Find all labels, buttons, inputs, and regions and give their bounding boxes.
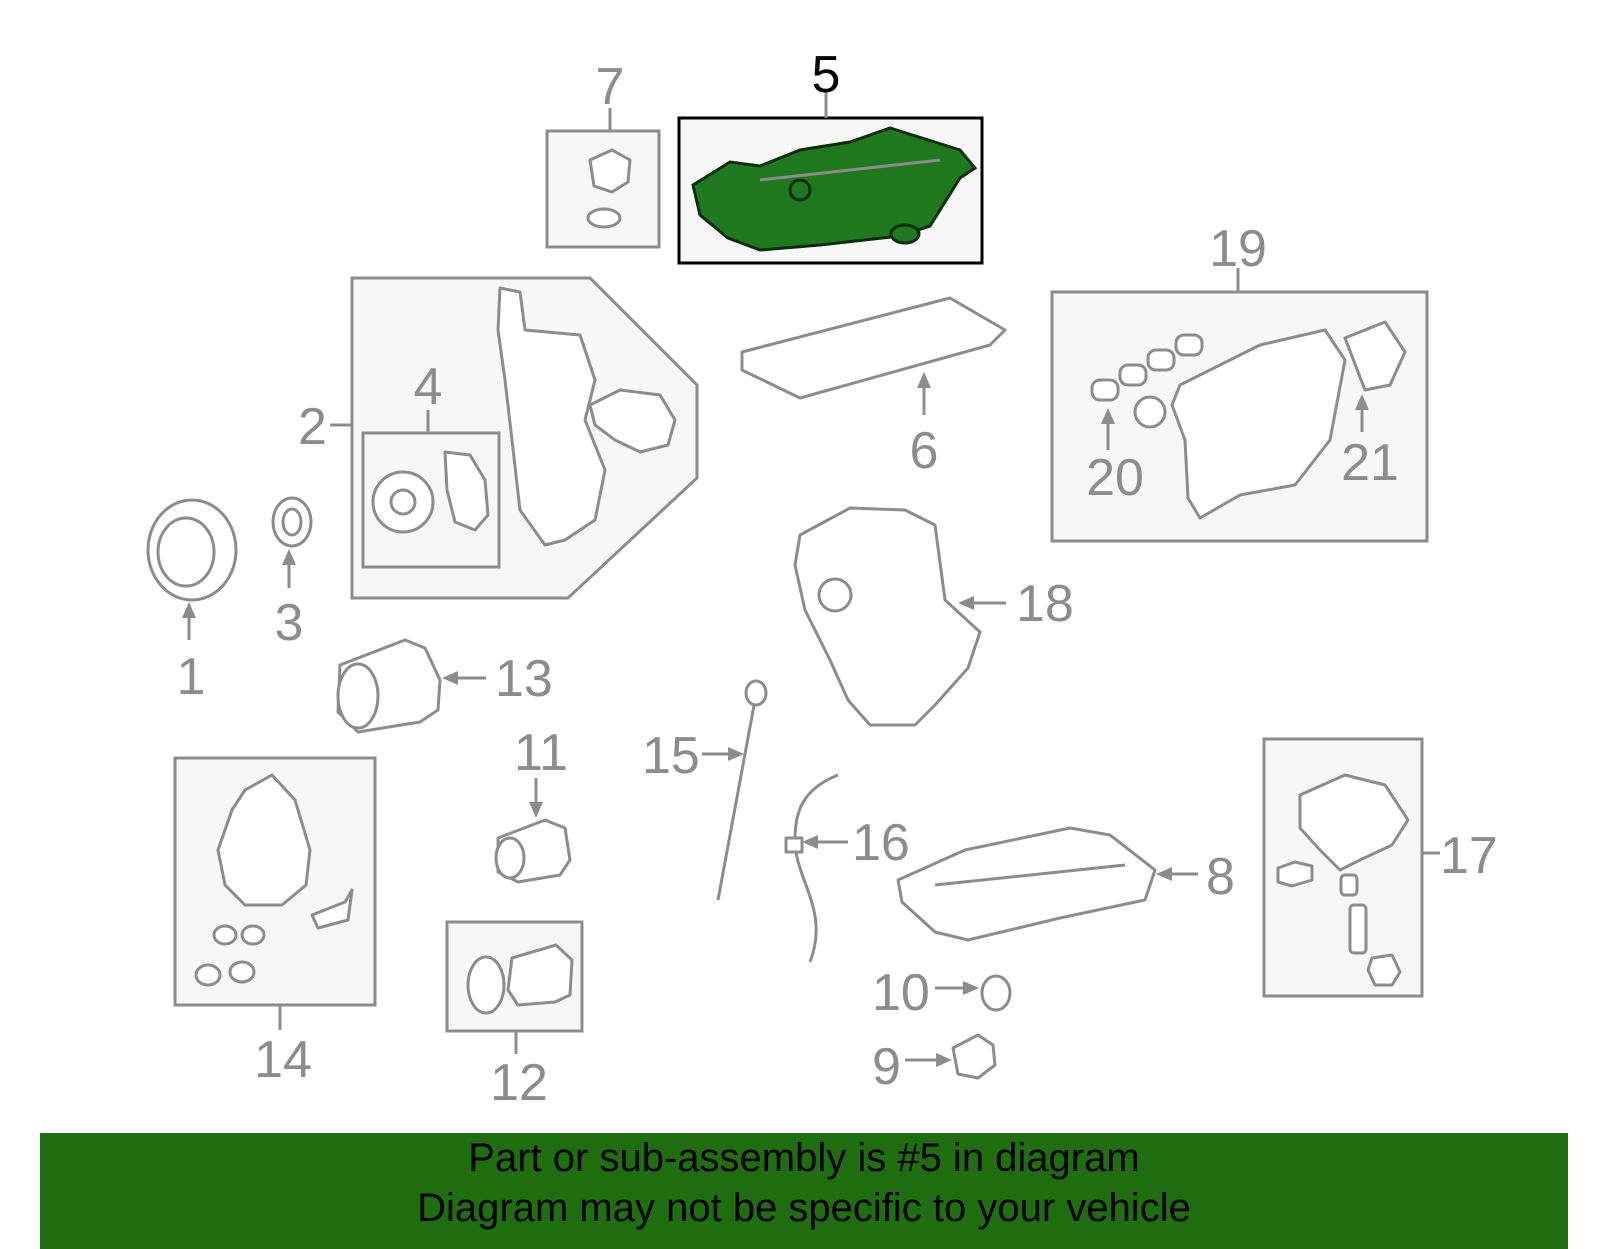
callout-3[interactable]: 3 [275, 594, 304, 652]
oil-pump-seal-b-icon [240, 924, 266, 946]
callout-2[interactable]: 2 [298, 398, 327, 456]
banner-line-1: Part or sub-assembly is #5 in diagram [468, 1136, 1140, 1180]
part-6-group[interactable]: 6 [740, 296, 1007, 480]
callout-1-arrow [182, 602, 196, 618]
water-pump-impeller-icon [389, 488, 417, 516]
oil-pump-bracket-icon [310, 888, 354, 930]
callout-3-arrow [282, 549, 296, 565]
callout-9[interactable]: 9 [872, 1038, 901, 1096]
callout-18-arrow [958, 596, 974, 610]
callout-13-arrow [442, 671, 458, 685]
part-8-group[interactable]: 8 [896, 826, 1235, 942]
oil-pump-seal-d-icon [228, 960, 256, 984]
drain-plug-gasket-icon [980, 974, 1012, 1012]
callout-8-arrow [1156, 867, 1172, 881]
dipstick-tube-clip-icon [784, 836, 804, 854]
callout-10-arrow [963, 981, 979, 995]
callout-16-arrow [802, 835, 818, 849]
dipstick-icon [716, 699, 757, 901]
part-15-group[interactable]: 15 [642, 679, 768, 901]
callout-20-arrow [1101, 408, 1115, 424]
callout-14[interactable]: 14 [254, 1031, 312, 1089]
callout-13[interactable]: 13 [495, 650, 553, 708]
callout-17[interactable]: 17 [1440, 827, 1498, 885]
callout-1[interactable]: 1 [177, 648, 206, 706]
callout-5[interactable]: 5 [812, 46, 841, 104]
valve-cover-gasket-icon [740, 296, 1007, 400]
timing-chain-cover-icon [793, 506, 982, 727]
callout-6[interactable]: 6 [910, 422, 939, 480]
callout-21[interactable]: 21 [1341, 434, 1399, 492]
oil-filter-end-icon [336, 662, 380, 730]
part-1-group[interactable]: 1 [146, 498, 238, 706]
callout-19[interactable]: 19 [1209, 220, 1267, 278]
part-14-group[interactable]: 14 [173, 756, 377, 1089]
oil-pump-seal-c-icon [194, 963, 222, 987]
info-banner: Part or sub-assembly is #5 in diagram Di… [40, 1133, 1568, 1249]
callout-6-arrow [917, 372, 931, 388]
callout-20[interactable]: 20 [1086, 449, 1144, 507]
callout-4[interactable]: 4 [414, 358, 443, 416]
callout-7[interactable]: 7 [596, 58, 625, 116]
part-2-group[interactable]: 2 4 [298, 276, 699, 600]
callout-21-arrow [1355, 394, 1369, 410]
part-13-group[interactable]: 13 [336, 638, 553, 734]
part-12-group[interactable]: 12 [445, 920, 584, 1112]
intake-manifold-icon [1170, 328, 1347, 520]
callout-8[interactable]: 8 [1206, 848, 1235, 906]
timing-chain-cover-boss-icon [817, 577, 853, 613]
intake-o-ring-icon [1133, 395, 1167, 429]
thermostat-housing-icon [588, 388, 677, 454]
valve-cover-icon [691, 126, 978, 252]
part-17-group[interactable]: 17 [1262, 737, 1498, 998]
part-10-group[interactable]: 10 [872, 964, 1012, 1022]
part-5-group[interactable]: 5 [677, 46, 984, 265]
oil-pan-rib [934, 863, 1126, 887]
seal-ring-icon [889, 223, 921, 245]
callout-11-arrow [529, 802, 543, 818]
valve-bolt-icon [1276, 860, 1314, 888]
intake-gasket-set-icon [1090, 333, 1204, 402]
valve-spring-icon [1348, 903, 1368, 955]
oil-cap-gasket-icon [586, 207, 622, 229]
oil-control-valve-icon [1298, 773, 1410, 872]
part-3-group[interactable]: 3 [271, 496, 313, 652]
callout-15-arrow [728, 747, 744, 761]
oil-pump-icon [216, 773, 312, 907]
part-11-group[interactable]: 11 [494, 724, 572, 884]
filter-o-ring-icon [466, 955, 506, 1015]
drain-plug-icon [951, 1033, 997, 1080]
part-16-group[interactable]: 16 [784, 773, 910, 963]
crank-pulley-hub-icon [156, 516, 216, 588]
callout-18[interactable]: 18 [1016, 575, 1074, 633]
callout-12[interactable]: 12 [490, 1054, 548, 1112]
valve-spacer-icon [1339, 873, 1359, 897]
valve-plug-icon [1366, 953, 1402, 987]
banner-line-2: Diagram may not be specific to your vehi… [417, 1186, 1191, 1230]
part-9-group[interactable]: 9 [872, 1033, 997, 1096]
oil-pump-seal-a-icon [212, 924, 238, 946]
part-4-group[interactable]: 4 [361, 358, 501, 569]
oil-cap-icon [588, 148, 632, 194]
part-7-group[interactable]: 7 [545, 58, 661, 249]
throttle-adapter-icon [1343, 320, 1407, 392]
valve-cover-cap-icon [788, 178, 812, 202]
part-19-group[interactable]: 19 20 21 [1050, 220, 1429, 543]
oil-filter-housing-end-icon [494, 836, 526, 880]
part-18-group[interactable]: 18 [793, 506, 1074, 727]
callout-15[interactable]: 15 [642, 727, 700, 785]
callout-16[interactable]: 16 [852, 814, 910, 872]
parts-diagram: 5 7 2 4 6 [146, 46, 1498, 1112]
crank-seal-inner-icon [281, 507, 303, 537]
callout-10[interactable]: 10 [872, 964, 930, 1022]
callout-11[interactable]: 11 [514, 724, 568, 782]
water-pump-gasket-icon [443, 450, 490, 532]
oil-pan-icon [896, 826, 1157, 942]
timing-cover-icon [496, 286, 607, 547]
dipstick-handle-icon [744, 679, 768, 707]
dipstick-tube-icon [793, 773, 839, 963]
filter-element-icon [506, 943, 574, 1007]
callout-9-arrow [936, 1053, 952, 1067]
valve-cover-rib [759, 158, 941, 182]
